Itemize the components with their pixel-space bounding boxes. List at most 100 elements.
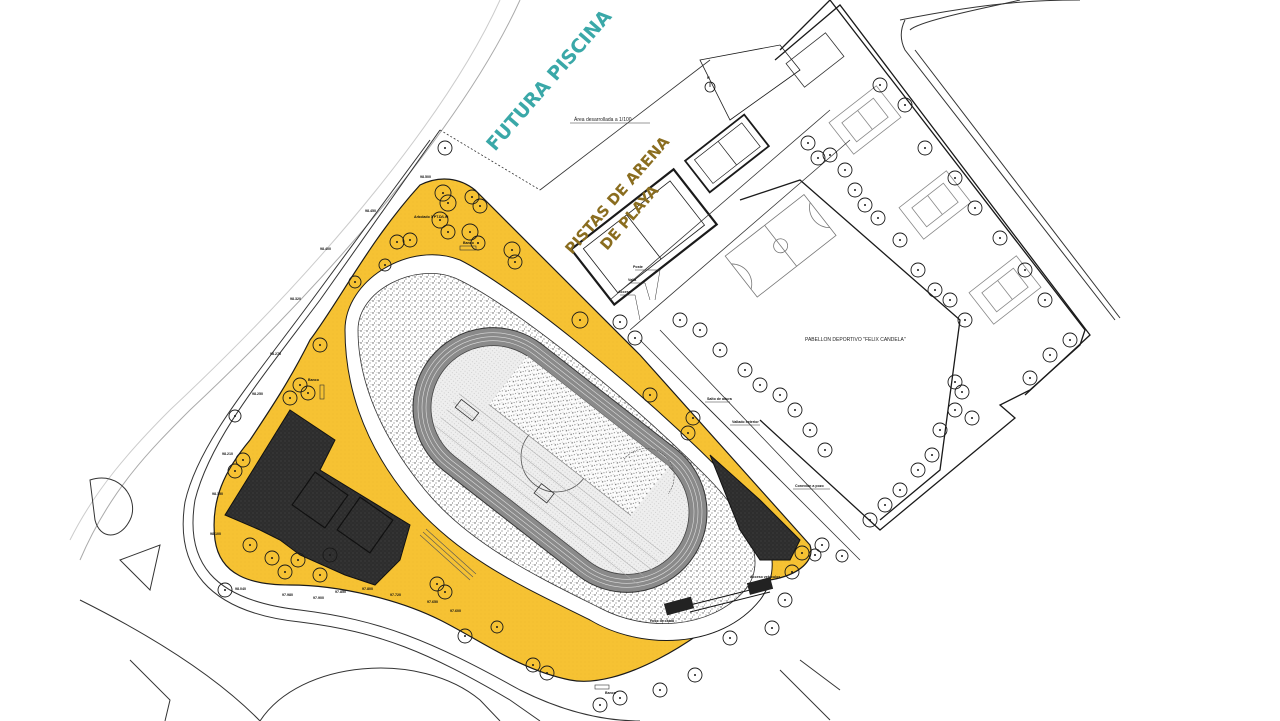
elevation-label: 98.275 [270,352,281,356]
tree-symbol [490,620,504,634]
tree-trunk [807,142,809,144]
site-lines [439,59,861,561]
bench-label-3: Banco [605,691,617,695]
tree-symbol [525,657,541,673]
tree-trunk [496,626,498,628]
tree-trunk [771,627,773,629]
tree-trunk [949,299,951,301]
tree-trunk [917,269,919,271]
elevation-markers: 98.50098.45098.40098.32098.27598.25098.2… [210,175,461,613]
tree-symbol [437,584,453,600]
tree-symbol [464,189,480,205]
north-label: N [707,76,710,80]
tree-trunk [619,697,621,699]
tree-trunk [579,319,581,321]
callouts [620,269,830,490]
tree-trunk [692,417,694,419]
tree-symbol [1017,262,1033,278]
callout-landing-pit: Foso de caída [650,619,675,623]
bench-label-1: Banco [463,241,475,245]
tree-trunk [829,154,831,156]
tree-trunk [514,261,516,263]
tree-symbol [947,170,963,186]
tree-trunk [447,231,449,233]
roads [69,0,1121,721]
tree-symbol [439,194,457,212]
tree-symbol [992,230,1008,246]
tree-symbol [539,665,555,681]
tree-symbol [932,422,948,438]
tree-symbol [802,422,818,438]
tree-symbol [402,232,418,248]
tree-symbol [835,549,849,563]
tree-trunk [844,169,846,171]
tree-trunk [649,394,651,396]
tree-trunk [1029,377,1031,379]
tree-symbol [954,384,970,400]
tree-trunk [224,589,226,591]
jump-runway [663,577,774,616]
tree-trunk [297,559,299,561]
elevation-label: 97.720 [390,593,401,597]
tree-symbol [470,235,486,251]
tree-symbol [837,162,853,178]
tree-trunk [271,557,273,559]
tree-symbol [917,140,933,156]
tree-symbol [217,582,233,598]
tree-trunk [599,704,601,706]
elevation-label: 97.980 [282,593,293,597]
callout-fence: Valla [628,278,637,282]
tree-symbol [877,497,893,513]
tree-symbol [910,462,926,478]
tree-symbol [348,275,362,289]
pavilion-label: PABELLON DEPORTIVO "FELIX CANDELA" [805,337,906,343]
tree-symbol [897,97,913,113]
tree-trunk [884,504,886,506]
tree-symbol [312,567,328,583]
tree-trunk [794,409,796,411]
elevation-label: 97.600 [450,609,461,613]
tree-symbol [378,258,392,272]
tree-trunk [854,189,856,191]
tree-trunk [234,470,236,472]
tree-symbol [967,200,983,216]
tree-symbol [264,550,280,566]
tree-symbol [292,377,308,393]
tree-symbol [300,385,316,401]
tree-symbol [437,140,453,156]
tree-trunk [444,147,446,149]
tree-symbol [927,282,943,298]
tree-symbol [612,314,628,330]
tree-trunk [999,237,1001,239]
tree-symbol [457,628,473,644]
tree-symbol [947,402,963,418]
tree-symbol [947,374,963,390]
elevation-label: 98.450 [365,209,376,213]
tree-trunk [659,689,661,691]
tree-symbol [872,77,888,93]
tree-symbol [571,311,589,329]
bleacher [419,528,477,581]
elevation-label: 98.150 [212,492,223,496]
tree-symbol [712,342,728,358]
tree-trunk [824,449,826,451]
tree-symbol [692,322,708,338]
tree-symbol [389,234,405,250]
tree-trunk [699,329,701,331]
tree-trunk [511,249,513,251]
tree-symbol [910,262,926,278]
tree-trunk [784,599,786,601]
tree-symbol [242,537,258,553]
callout-exterior-fence: Vallado exterior [732,420,759,424]
elevation-label: 98.320 [290,297,301,301]
elevation-label: 98.210 [222,452,233,456]
tree-symbol [461,223,479,241]
tree-trunk [471,196,473,198]
elevation-label: 98.040 [235,587,246,591]
tree-trunk [694,674,696,676]
tree-symbol [957,312,973,328]
tree-symbol [764,620,780,636]
tree-symbol [808,548,822,562]
tree-symbol [737,362,753,378]
